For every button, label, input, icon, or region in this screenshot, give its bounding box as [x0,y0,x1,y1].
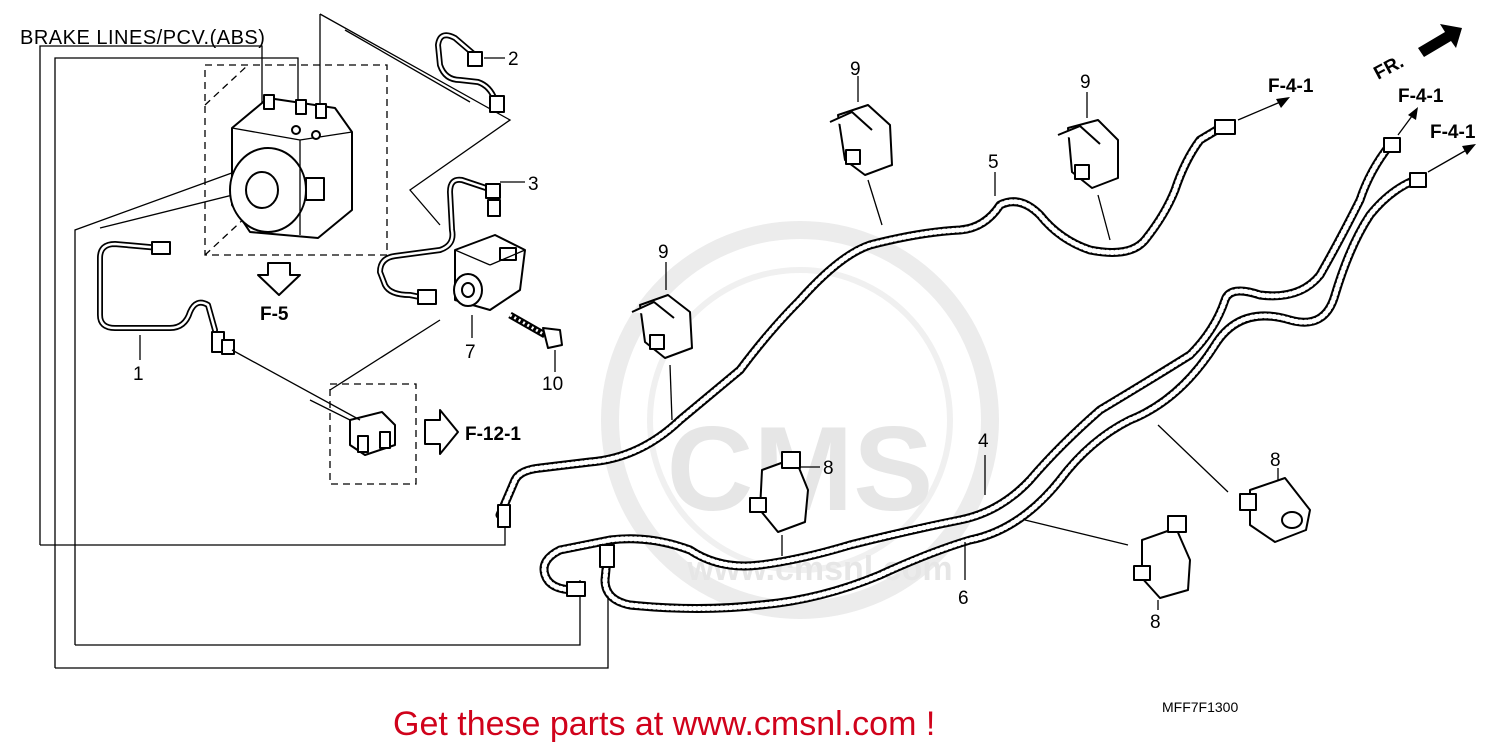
callout-10: 10 [542,374,563,395]
pipe-part-1 [97,241,235,355]
callout-1: 1 [133,364,144,385]
clamp-part-9-a [829,104,893,176]
joint-frame [329,383,417,485]
front-direction-label: FR. [1370,52,1407,85]
callout-9-c: 9 [658,242,669,263]
pipe-joint [349,411,396,456]
abs-modulator [229,94,353,239]
clamp-part-8-a [749,451,809,533]
ref-f12-1: F-12-1 [465,424,521,445]
callout-8-a: 8 [823,458,834,479]
diagram-title: BRAKE LINES/PCV.(ABS) [20,27,265,49]
callout-7: 7 [465,342,476,363]
hose-part-6 [599,172,1427,613]
diagram-code: MFF7F1300 [1162,699,1238,715]
pipe-part-3 [377,176,501,305]
clamp-part-9-b [1057,119,1119,189]
callout-8-c: 8 [1270,450,1281,471]
promo-link[interactable]: Get these parts at www.cmsnl.com ! [393,705,935,743]
callout-2: 2 [508,49,519,70]
clamp-part-8-c [1239,477,1311,543]
callout-9-b: 9 [1080,72,1091,93]
callout-9-a: 9 [850,59,861,80]
ref-f5-arrow [257,262,301,296]
pipe-part-2 [435,32,505,113]
hose-part-4 [539,137,1401,597]
ref-f4-1-c: F-4-1 [1430,122,1476,143]
callout-3: 3 [528,174,539,195]
pcv-valve [453,234,526,311]
front-direction-arrow [1418,24,1462,57]
bolt-part-10 [508,311,563,349]
callout-4: 4 [978,431,989,452]
ref-f12-1-arrow [424,409,459,455]
ref-f4-1-a: F-4-1 [1268,76,1314,97]
ref-f5: F-5 [260,304,289,325]
callout-5: 5 [988,152,999,173]
clamp-part-9-c [631,294,693,359]
hose-part-5 [495,119,1236,528]
callout-6: 6 [958,588,969,609]
ref-f4-1-b: F-4-1 [1398,86,1444,107]
callout-8-b: 8 [1150,612,1161,633]
abs-modulator-frame [204,64,388,256]
clamp-part-8-b [1133,515,1191,599]
